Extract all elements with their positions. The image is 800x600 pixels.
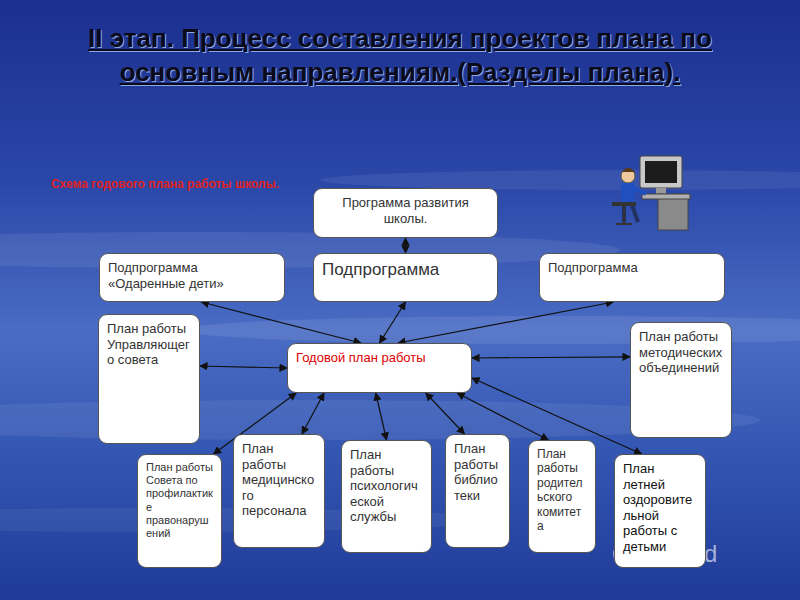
plan-box: План работы психологической службы — [341, 440, 432, 553]
box-text: План работы родительского комитета — [537, 447, 587, 533]
diagram-caption: Схема годового плана работы школы. — [35, 177, 295, 191]
box-text: Подпрограмма — [322, 260, 489, 280]
box-text: План работы медицинского персонала — [242, 441, 316, 519]
plan-box: План летней оздоровительной работы с дет… — [614, 454, 706, 568]
box-text: Программа развития школы. — [322, 195, 489, 226]
slide-title: II этап. Процесс составления проектов пл… — [60, 22, 740, 90]
connector-arrow — [457, 393, 548, 440]
plan-box: План работы библиотеки — [445, 434, 510, 548]
connector-arrow — [426, 393, 465, 434]
connector-arrow — [376, 393, 387, 440]
box-text: План работы психологической службы — [350, 447, 423, 525]
connector-arrow — [472, 357, 630, 358]
plan-box: План работы медицинского персонала — [233, 434, 325, 548]
box-text: План работы методических объединений — [639, 329, 723, 376]
box-text: План работы библиотеки — [454, 441, 501, 503]
connector-arrow — [302, 393, 324, 434]
plan-box: Подпрограмма — [313, 253, 498, 302]
box-text: План работы Управляющего совета — [107, 321, 191, 368]
connector-arrow — [201, 302, 361, 343]
plan-box: План работы Управляющего совета — [98, 314, 200, 444]
box-text: План работы Совета по профилактике право… — [146, 461, 213, 540]
plan-box: Подпрограмма — [539, 253, 725, 302]
connector-arrow — [380, 302, 406, 343]
central-plan-box: Годовой план работы — [287, 343, 472, 393]
box-text: Подпрограмма — [548, 260, 716, 276]
plan-box: План работы методических объединений — [630, 322, 732, 438]
plan-box: План работы родительского комитета — [528, 440, 596, 553]
plan-box: План работы Совета по профилактике право… — [137, 454, 222, 568]
box-text: План летней оздоровительной работы с дет… — [623, 461, 697, 555]
connector-arrow — [405, 238, 406, 253]
box-text: Годовой план работы — [296, 350, 463, 366]
plan-box: Подпрограмма «Одаренные дети» — [99, 253, 285, 302]
plan-box: Программа развития школы. — [313, 188, 498, 238]
box-text: Подпрограмма «Одаренные дети» — [108, 260, 276, 291]
connector-arrow — [200, 366, 287, 368]
connector-arrow — [398, 302, 613, 343]
